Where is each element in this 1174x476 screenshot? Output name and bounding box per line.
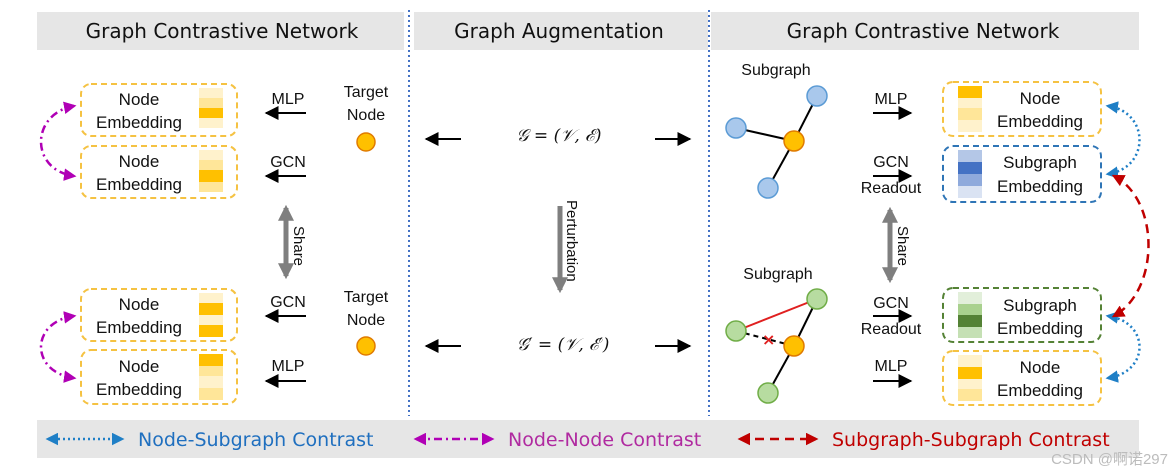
mlp-label-right-top: MLP — [875, 91, 908, 108]
node-embedding-label-l3-a: Node — [119, 295, 160, 314]
embedding-vector-right-bottom — [958, 355, 982, 401]
node-embedding-label-r2-b: Embedding — [997, 381, 1083, 400]
subgraph-node-green-2 — [725, 320, 747, 342]
header-bar-left — [37, 12, 404, 50]
node-subgraph-contrast-arrow-top — [1105, 101, 1141, 179]
graph-formula: 𝒢 = (𝒱, ℰ) — [516, 126, 601, 146]
embedding-vector-right-subgraph-top — [958, 150, 982, 198]
header-middle: Graph Augmentation — [454, 19, 664, 43]
readout-label-right-top: Readout — [861, 180, 922, 197]
subgraph-node-green-1 — [806, 288, 828, 310]
header-right: Graph Contrastive Network — [787, 19, 1060, 43]
embedding-vector-right-top — [958, 86, 982, 132]
legend-node-subgraph-label: Node-Subgraph Contrast — [138, 429, 373, 451]
perturbation-label: Perturbation — [563, 200, 580, 282]
header-bar-right — [711, 12, 1139, 50]
legend-subgraph-subgraph-label: Subgraph-Subgraph Contrast — [832, 429, 1110, 451]
node-embedding-label-l3-b: Embedding — [96, 318, 182, 337]
gcn-label-right-bottom: GCN — [873, 295, 909, 312]
header-left: Graph Contrastive Network — [86, 19, 359, 43]
target-node-label-top-b: Node — [347, 107, 385, 124]
subgraph-node-blue-2 — [725, 117, 747, 139]
subgraph-target-node-bottom — [783, 335, 805, 357]
gcn-label-right-top: GCN — [873, 154, 909, 171]
node-embedding-box-right-bottom — [942, 350, 1102, 406]
subgraph-node-blue-3 — [757, 177, 779, 199]
subgraph-label-top: Subgraph — [741, 62, 810, 79]
node-embedding-label-l1-b: Embedding — [96, 113, 182, 132]
subgraph-node-green-3 — [757, 382, 779, 404]
node-embedding-label-r1-b: Embedding — [997, 112, 1083, 131]
removed-edge-mark: × — [762, 330, 775, 349]
node-embedding-label-l4-a: Node — [119, 357, 160, 376]
subgraph-embedding-box-right-bottom — [942, 287, 1102, 343]
embedding-vector-left-4 — [199, 354, 223, 400]
share-label-right: Share — [894, 226, 911, 266]
node-embedding-label-l2-a: Node — [119, 152, 160, 171]
subgraph-embedding-label-r2-b: Embedding — [997, 319, 1083, 338]
target-node-label-bottom-a: Target — [344, 289, 389, 306]
embedding-vector-right-subgraph-bottom — [958, 292, 982, 338]
subgraph-embedding-box-right-top — [942, 145, 1102, 203]
target-node-top — [356, 132, 376, 152]
mlp-label-left-bottom: MLP — [272, 358, 305, 375]
subgraph-bottom: × — [725, 288, 828, 404]
graph-prime-formula: 𝒢′ = (𝒱, ℰ′) — [517, 335, 610, 355]
node-node-contrast-arrow-left-top — [39, 101, 77, 181]
gcn-label-left-bottom: GCN — [270, 294, 306, 311]
target-node-label-top-a: Target — [344, 84, 389, 101]
node-embedding-label-l1-a: Node — [119, 90, 160, 109]
watermark: CSDN @啊诺297 — [1051, 451, 1168, 468]
subgraph-target-node-top — [783, 130, 805, 152]
mlp-label-left-top: MLP — [272, 91, 305, 108]
subgraph-subgraph-contrast-arrow — [1111, 174, 1150, 318]
share-label-left: Share — [290, 226, 307, 266]
node-embedding-box-right-top — [942, 81, 1102, 137]
node-embedding-label-r2-a: Node — [1020, 358, 1061, 377]
node-subgraph-contrast-arrow-bottom — [1105, 311, 1141, 383]
subgraph-embedding-label-r2-a: Subgraph — [1003, 296, 1077, 315]
mlp-label-right-bottom: MLP — [875, 358, 908, 375]
node-node-contrast-arrow-left-bottom — [39, 311, 77, 383]
node-embedding-label-l4-b: Embedding — [96, 380, 182, 399]
target-node-label-bottom-b: Node — [347, 312, 385, 329]
header-bar-middle — [414, 12, 708, 50]
subgraph-node-blue-1 — [806, 85, 828, 107]
node-embedding-label-l2-b: Embedding — [96, 175, 182, 194]
gcn-label-left-top: GCN — [270, 154, 306, 171]
subgraph-embedding-label-r1-a: Subgraph — [1003, 153, 1077, 172]
readout-label-right-bottom: Readout — [861, 321, 922, 338]
subgraph-label-bottom: Subgraph — [743, 266, 812, 283]
embedding-vector-left-2 — [199, 150, 223, 192]
legend-node-node-label: Node-Node Contrast — [508, 429, 701, 451]
node-embedding-label-r1-a: Node — [1020, 89, 1061, 108]
subgraph-embedding-label-r1-b: Embedding — [997, 177, 1083, 196]
embedding-vector-left-3 — [199, 293, 223, 337]
embedding-vector-left-1 — [199, 88, 223, 128]
target-node-bottom — [356, 336, 376, 356]
subgraph-top — [725, 85, 828, 199]
legend-bar — [37, 420, 1139, 458]
